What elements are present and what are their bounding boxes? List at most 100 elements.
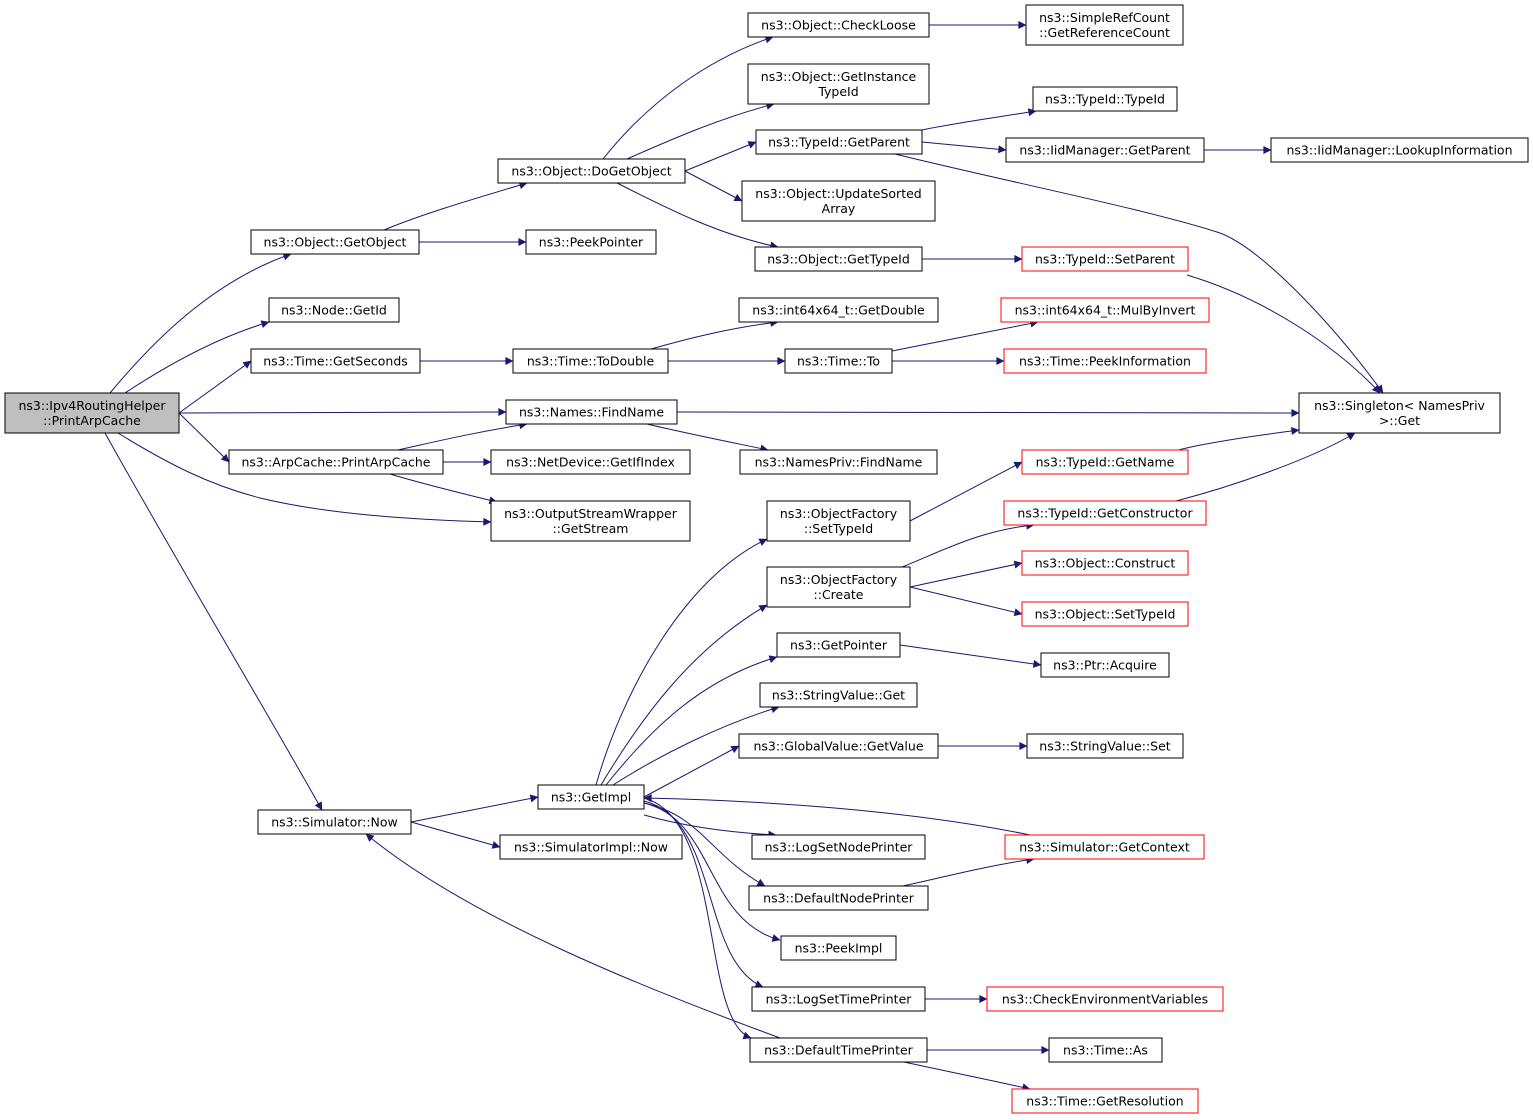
edge-n12-to-n30	[643, 800, 764, 988]
node-n49[interactable]: ns3::Singleton< NamesPriv>::Get	[1298, 392, 1501, 434]
node-label-line: ns3::GetImpl	[551, 790, 631, 805]
node-label-line: ns3::Time::PeekInformation	[1019, 354, 1191, 369]
node-n33[interactable]: ns3::TypeId::TypeId	[1032, 86, 1178, 112]
node-label-line: ns3::Object::GetObject	[264, 235, 407, 250]
node-box	[490, 449, 691, 475]
node-n30[interactable]: ns3::LogSetTimePrinter	[751, 986, 926, 1012]
node-n21[interactable]: ns3::NamesPriv::FindName	[739, 449, 938, 475]
node-box	[1003, 348, 1207, 374]
node-n9[interactable]: ns3::PeekPointer	[525, 229, 657, 255]
node-n7[interactable]: ns3::Simulator::Now	[257, 809, 412, 835]
node-box	[1021, 550, 1189, 576]
node-box	[1021, 601, 1189, 627]
edge-n16-to-n34	[921, 141, 1007, 154]
edge-n39-to-n49	[1175, 432, 1356, 502]
node-label-line: ns3::Simulator::GetContext	[1019, 840, 1190, 855]
node-label-line: ns3::ArpCache::PrintArpCache	[242, 455, 431, 470]
node-n46[interactable]: ns3::Time::As	[1048, 1037, 1163, 1063]
node-n25[interactable]: ns3::StringValue::Get	[759, 682, 918, 708]
node-n5[interactable]: ns3::ArpCache::PrintArpCache	[228, 449, 444, 475]
node-label-line: ns3::CheckEnvironmentVariables	[1002, 992, 1208, 1007]
node-n28[interactable]: ns3::DefaultNodePrinter	[748, 885, 929, 911]
node-n36[interactable]: ns3::int64x64_t::MulByInvert	[1000, 297, 1210, 323]
node-n44[interactable]: ns3::Simulator::GetContext	[1004, 834, 1205, 860]
node-n12[interactable]: ns3::GetImpl	[537, 784, 645, 810]
node-n20[interactable]: ns3::Time::To	[784, 348, 893, 374]
node-label-line: ns3::ObjectFactory	[780, 506, 898, 521]
node-label-line: ns3::PeekPointer	[539, 235, 644, 250]
node-box	[1025, 4, 1184, 46]
node-n19[interactable]: ns3::int64x64_t::GetDouble	[738, 297, 939, 323]
node-n37[interactable]: ns3::Time::PeekInformation	[1003, 348, 1207, 374]
edge-n0-to-n7	[104, 432, 323, 811]
node-label-line: ns3::Names::FindName	[519, 405, 664, 420]
node-n1[interactable]: ns3::Object::GetObject	[250, 229, 420, 255]
edge-n23-to-n41	[909, 586, 1023, 617]
node-n40[interactable]: ns3::Object::Construct	[1021, 550, 1189, 576]
node-label-line: ns3::Time::GetSeconds	[263, 354, 408, 369]
node-n8[interactable]: ns3::Object::DoGetObject	[497, 158, 686, 184]
node-n48[interactable]: ns3::IidManager::LookupInformation	[1270, 137, 1529, 163]
node-n35[interactable]: ns3::TypeId::SetParent	[1021, 246, 1189, 272]
node-n39[interactable]: ns3::TypeId::GetConstructor	[1003, 500, 1207, 526]
node-n11[interactable]: ns3::NetDevice::GetIfIndex	[490, 449, 691, 475]
node-label-line: ns3::LogSetTimePrinter	[766, 992, 913, 1007]
edge-n4-to-n21	[646, 423, 769, 453]
node-label-line: ns3::Object::DoGetObject	[511, 164, 671, 179]
node-label-line: ns3::Time::As	[1063, 1043, 1148, 1058]
node-n3[interactable]: ns3::Time::GetSeconds	[250, 348, 421, 374]
edge-n1-to-n8	[383, 181, 528, 231]
node-n45[interactable]: ns3::CheckEnvironmentVariables	[986, 986, 1224, 1012]
node-n10[interactable]: ns3::Time::ToDouble	[512, 348, 669, 374]
node-n23[interactable]: ns3::ObjectFactory::Create	[766, 566, 911, 608]
edge-n12-to-n25	[612, 705, 780, 786]
node-label-line: ns3::TypeId::SetParent	[1035, 252, 1175, 267]
node-n38[interactable]: ns3::TypeId::GetName	[1021, 449, 1189, 475]
node-box	[1026, 733, 1184, 759]
node-label-line: ns3::Singleton< NamesPriv	[1314, 398, 1485, 413]
node-n27[interactable]: ns3::LogSetNodePrinter	[751, 834, 926, 860]
node-n14[interactable]: ns3::Object::CheckLoose	[747, 12, 930, 38]
node-n4[interactable]: ns3::Names::FindName	[505, 399, 678, 425]
node-box	[986, 986, 1224, 1012]
node-label-line: ns3::DefaultNodePrinter	[763, 891, 915, 906]
node-box	[1021, 246, 1189, 272]
node-n6[interactable]: ns3::OutputStreamWrapper::GetStream	[490, 500, 691, 542]
node-n32[interactable]: ns3::SimpleRefCount::GetReferenceCount	[1025, 4, 1184, 46]
node-n0[interactable]: ns3::Ipv4RoutingHelper::PrintArpCache	[4, 392, 180, 434]
node-n16[interactable]: ns3::TypeId::GetParent	[755, 129, 923, 155]
node-n43[interactable]: ns3::StringValue::Set	[1026, 733, 1184, 759]
node-n13[interactable]: ns3::SimulatorImpl::Now	[499, 834, 683, 860]
node-n47[interactable]: ns3::Time::GetResolution	[1011, 1088, 1199, 1114]
edge-n12-to-n23	[600, 604, 768, 786]
edge-n23-to-n40	[909, 560, 1023, 588]
node-n34[interactable]: ns3::IidManager::GetParent	[1005, 137, 1205, 163]
node-label-line: ns3::ObjectFactory	[780, 572, 898, 587]
node-n31[interactable]: ns3::DefaultTimePrinter	[749, 1037, 928, 1063]
node-label-line: ns3::Node::GetId	[281, 303, 387, 318]
node-n29[interactable]: ns3::PeekImpl	[780, 935, 897, 961]
node-n2[interactable]: ns3::Node::GetId	[268, 297, 400, 323]
node-n41[interactable]: ns3::Object::SetTypeId	[1021, 601, 1189, 627]
edge-n8-to-n18	[616, 182, 779, 250]
node-label-line: ns3::DefaultTimePrinter	[764, 1043, 914, 1058]
node-box	[499, 834, 683, 860]
node-box	[780, 935, 897, 961]
edges-layer	[104, 21, 1384, 1092]
node-n24[interactable]: ns3::GetPointer	[776, 632, 901, 658]
node-n18[interactable]: ns3::Object::GetTypeId	[754, 246, 923, 272]
node-n22[interactable]: ns3::ObjectFactory::SetTypeId	[766, 500, 911, 542]
node-label-line: ::PrintArpCache	[43, 413, 141, 428]
edge-n0-to-n4	[178, 408, 507, 417]
edge-n20-to-n36	[891, 319, 1039, 352]
node-box	[490, 500, 691, 542]
node-box	[747, 63, 930, 105]
node-n26[interactable]: ns3::GlobalValue::GetValue	[738, 733, 939, 759]
edge-n8-to-n16	[684, 141, 757, 172]
node-label-line: ::SetTypeId	[804, 521, 873, 536]
node-box	[766, 566, 911, 608]
node-n42[interactable]: ns3::Ptr::Acquire	[1040, 652, 1170, 678]
node-box	[749, 1037, 928, 1063]
